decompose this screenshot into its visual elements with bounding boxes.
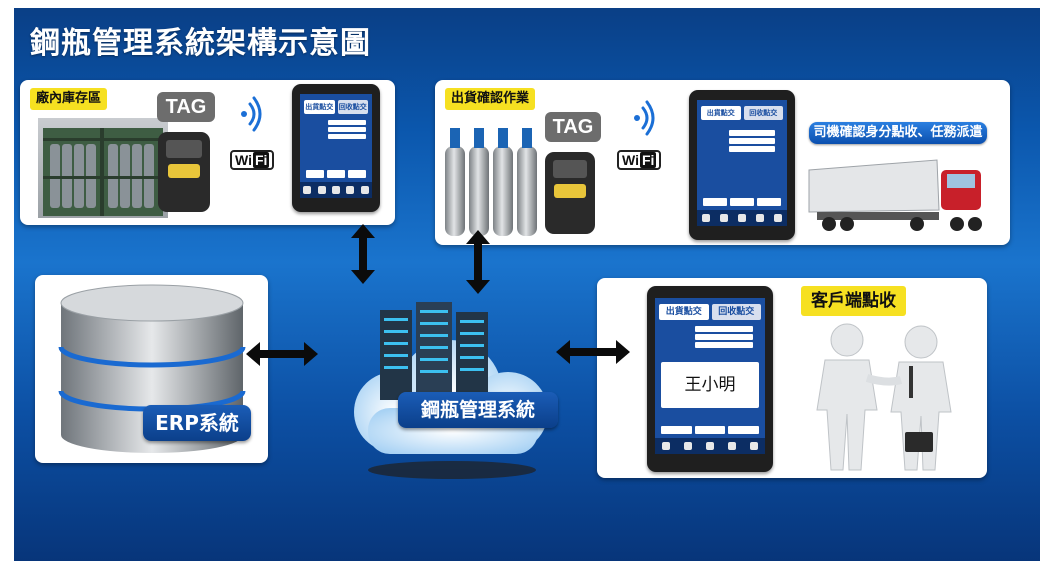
shipping-tag-box: TAG xyxy=(545,112,601,142)
server-label: 鋼瓶管理系統 xyxy=(398,392,558,428)
gas-cylinders-image xyxy=(445,128,537,236)
tablet-tab-ship: 出貨點交 xyxy=(304,100,335,114)
wifi-text-b: Fi xyxy=(639,152,657,168)
customer-tablet: 出貨點交 回收點交 王小明 xyxy=(647,286,773,472)
arrow-server-customer xyxy=(556,340,630,364)
wifi-text-a: Wi xyxy=(235,152,252,168)
arrow-shipping-server xyxy=(466,230,490,294)
customer-panel: 出貨點交 回收點交 王小明 客戶端點收 xyxy=(597,278,987,478)
tablet-tab-ship: 出貨點交 xyxy=(701,106,741,120)
warehouse-tablet: 出貨點交 回收點交 xyxy=(292,84,380,212)
wifi-signal-icon xyxy=(241,96,262,132)
arrow-warehouse-server xyxy=(351,224,375,284)
tablet-tab-return: 回收點交 xyxy=(337,100,368,114)
tablet-tab-ship: 出貨點交 xyxy=(659,304,709,320)
warehouse-label: 廠內庫存區 xyxy=(30,88,108,110)
customer-signature: 王小明 xyxy=(661,362,759,408)
wifi-text-a: Wi xyxy=(622,152,639,168)
truck-image xyxy=(808,159,982,231)
cylinder-rack-image xyxy=(38,118,168,218)
customer-label: 客戶端點收 xyxy=(801,286,906,316)
tablet-tab-return: 回收點交 xyxy=(711,304,761,320)
wifi-text-b: Fi xyxy=(252,152,270,168)
erp-label: ERP系統 xyxy=(143,405,251,441)
erp-panel: ERP系統 xyxy=(35,275,268,463)
shipping-label: 出貨確認作業 xyxy=(445,88,536,110)
driver-note-badge: 司機確認身分點收、任務派遣 xyxy=(809,122,987,144)
rfid-reader-icon xyxy=(158,132,210,212)
shipping-tablet: 出貨點交 回收點交 xyxy=(689,90,795,240)
warehouse-tag-box: TAG xyxy=(157,92,215,122)
rfid-reader-icon xyxy=(545,152,595,234)
handshake-image xyxy=(816,323,952,471)
arrow-erp-server xyxy=(246,342,318,366)
wifi-signal-icon xyxy=(634,100,655,136)
server-cloud-image xyxy=(354,302,548,479)
diagram-title: 鋼瓶管理系統架構示意圖 xyxy=(30,26,371,61)
tablet-tab-return: 回收點交 xyxy=(743,106,783,120)
